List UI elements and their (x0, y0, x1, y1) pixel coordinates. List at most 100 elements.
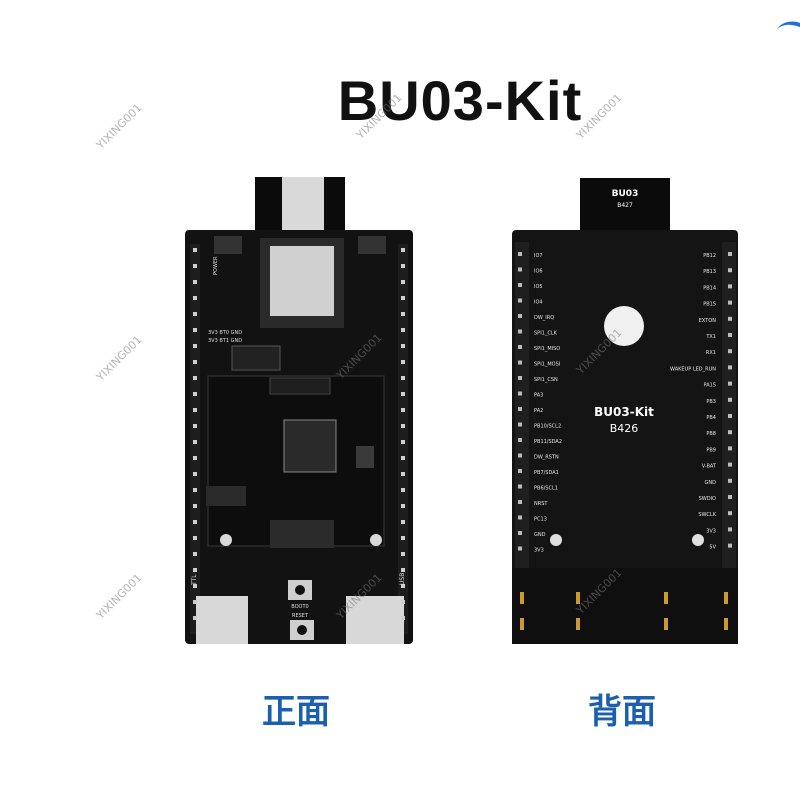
back-board-name: BU03-Kit (594, 405, 654, 419)
front-pin (401, 264, 405, 268)
front-pin (193, 264, 197, 268)
back-right-pin-label: RX1 (706, 350, 716, 356)
back-right-pin-label: PB13 (703, 269, 716, 275)
front-label-rx: 3V3 BT0 GND (208, 330, 242, 336)
front-right-pins (398, 244, 408, 634)
front-pin (401, 552, 405, 556)
front-pin (193, 312, 197, 316)
back-left-pin (518, 531, 522, 535)
back-right-pin-label: PB3 (706, 399, 716, 405)
back-pcb (512, 230, 738, 644)
front-pin (401, 616, 405, 620)
front-pin (193, 328, 197, 332)
back-right-pin (728, 478, 732, 483)
front-label-power: POWER (213, 256, 219, 275)
front-pin (193, 584, 197, 588)
front-pin (401, 360, 405, 364)
back-left-pin (518, 484, 522, 489)
back-right-pin (728, 252, 732, 256)
front-pin (401, 392, 405, 396)
front-pin (401, 296, 405, 300)
front-pin (401, 504, 405, 508)
back-left-pin (518, 360, 522, 365)
back-right-pin (728, 333, 732, 337)
back-board-code: B426 (610, 422, 639, 435)
back-left-pin-labels: IO7IO6IO5IO4DW_IRQSPI1_CLKSPI1_MISOSPI1_… (534, 253, 562, 554)
back-right-pin-label: TX1 (705, 334, 716, 340)
back-left-pin-label: PA3 (534, 393, 543, 399)
back-left-pin-label: IO4 (534, 300, 543, 306)
back-right-pin (728, 268, 732, 273)
back-left-pin-label: NRST (534, 501, 548, 507)
front-label-boot: BOOT0 (291, 604, 308, 610)
back-left-pin (518, 515, 522, 520)
front-left-pins (190, 244, 200, 634)
back-left-pin (518, 298, 522, 303)
front-pin (401, 584, 405, 588)
back-left-pin-label: PA2 (534, 408, 543, 414)
back-left-pin (518, 252, 522, 256)
back-module-code: B427 (617, 202, 633, 209)
front-pin (193, 504, 197, 508)
back-left-pin-label: PB11/SDA2 (534, 439, 562, 445)
front-pin (401, 344, 405, 348)
back-right-pin-label: PB4 (706, 415, 716, 421)
back-right-pin-label: SWDIO (699, 496, 716, 502)
front-pin (193, 376, 197, 380)
back-right-pin (728, 430, 732, 435)
ttl-usb-port (196, 596, 248, 644)
front-pin (401, 568, 405, 572)
front-pin (193, 472, 197, 476)
front-pin (193, 520, 197, 524)
back-left-pin-label: IO7 (534, 253, 543, 259)
caption-back: 背面 (588, 692, 656, 732)
back-right-pin (728, 397, 732, 402)
back-left-pin-label: 3V3 (534, 548, 544, 554)
front-pin (401, 600, 405, 604)
front-pin (193, 440, 197, 444)
back-right-pin-label: GND (705, 480, 717, 486)
front-pin (193, 296, 197, 300)
back-left-pin (518, 469, 522, 473)
back-right-pin (728, 527, 732, 532)
front-pin (193, 536, 197, 540)
front-pin (193, 248, 197, 252)
back-left-pin (518, 546, 522, 551)
back-right-pin-label: PB15 (703, 302, 716, 308)
front-pin (193, 424, 197, 428)
back-left-pin (518, 267, 522, 272)
front-label-ttl: TTL (191, 574, 198, 586)
front-pin (401, 248, 405, 252)
back-left-pin (518, 329, 522, 334)
front-pin (193, 552, 197, 556)
front-pin (193, 568, 197, 572)
front-label-usb: USB (399, 573, 406, 585)
front-label-reset: RESET (292, 613, 309, 619)
front-module-shield (270, 246, 334, 316)
back-right-pin-label: PB14 (703, 285, 716, 291)
back-left-pin-label: PC13 (534, 517, 547, 523)
back-right-pin (728, 300, 732, 305)
front-pin (193, 616, 197, 620)
front-pin (401, 456, 405, 460)
front-pin (193, 280, 197, 284)
back-left-pin-label: DW_RSTN (534, 455, 559, 461)
front-pin (401, 440, 405, 444)
back-left-pin (518, 407, 522, 411)
back-left-pin (518, 345, 522, 349)
front-pin (401, 408, 405, 412)
front-label-rx2: 3V3 BT1 GND (208, 338, 242, 344)
page-title: BU03-Kit (337, 69, 583, 132)
front-pin (193, 456, 197, 460)
front-pin (401, 312, 405, 316)
front-pin (401, 376, 405, 380)
back-right-pin-label: V-BAT (702, 464, 717, 470)
front-pin (193, 392, 197, 396)
front-pin (401, 424, 405, 428)
back-left-pin-label: PB10/SCL2 (534, 424, 561, 430)
back-right-pin (728, 349, 732, 354)
back-left-pin-label: IO6 (534, 269, 543, 275)
front-pin (401, 536, 405, 540)
back-right-pin-label: EXTON (699, 318, 716, 324)
